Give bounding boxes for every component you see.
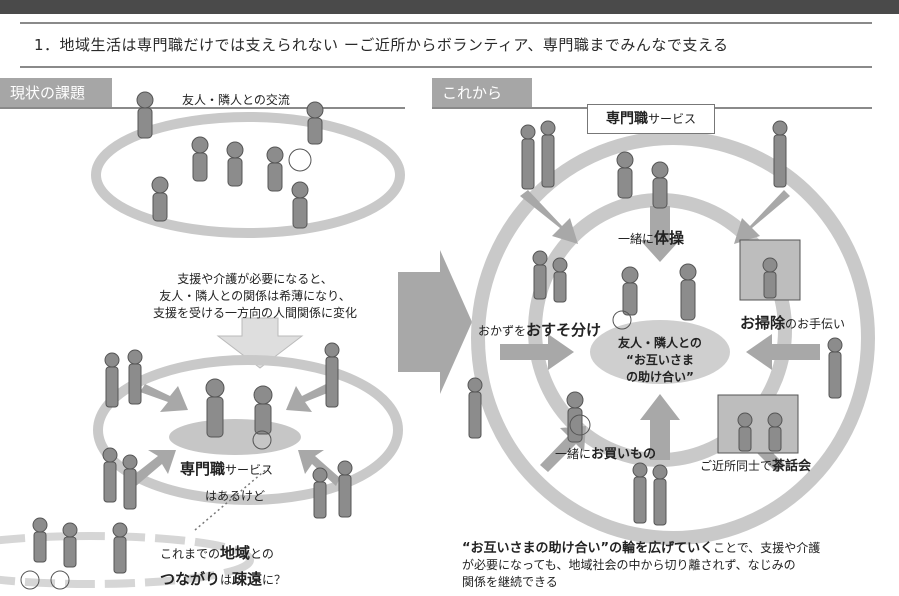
note-line-3: 支援を受ける一方向の人間関係に変化 [152,306,357,320]
left-service-label: 専門職サービス [180,458,273,479]
left-top-label: 友人・隣人との交流 [182,93,290,107]
shop-label: 一緒にお買いもの [555,443,656,462]
left-bottom-ring [93,355,403,505]
people-figures [20,91,843,590]
bottom-end: に？ [262,573,287,587]
tea-bold: 茶話会 [772,459,812,474]
left-service-sub: はあるけど [205,489,266,503]
faded-ring [0,532,254,588]
share-label: おかずをおすそ分け [478,319,601,340]
right-arrow-e [746,334,820,370]
left-service-rest: サービス [225,463,274,477]
conclusion-bold: “お互いさまの助け合い”の輪を広げていく [462,541,714,556]
share-pre: おかずを [478,324,527,338]
left-arrow-3 [286,384,330,412]
exercise-label: 一緒に体操 [618,227,684,248]
top-bar [0,0,899,14]
right-arrow-s [640,394,680,460]
right-service-bold: 専門職 [605,111,648,127]
bottom-pre: これまでの [160,547,221,561]
right-center-pad [590,320,730,384]
shop-bold: お買いもの [591,447,657,462]
bottom-mid: との [250,547,274,561]
right-tag: これから [432,78,532,108]
left-service-bold: 専門職 [180,460,226,478]
right-arrow-n [640,206,680,262]
big-right-arrow [398,250,472,394]
exercise-bold: 体操 [654,229,685,247]
right-service-box: 専門職サービス [587,104,715,134]
heading-rule-top [20,22,872,24]
bottom-mid2: は [220,573,233,587]
right-service-rest: サービス [647,112,696,126]
right-big-ring [471,131,875,545]
center-line-3: の助け合い” [626,370,694,384]
right-arrow-nw [520,190,578,244]
left-tag: 現状の課題 [0,78,112,108]
down-arrow [216,317,304,369]
left-bottom-line1: これまでの地域との [160,542,274,563]
left-arrow-1 [140,384,188,412]
heading-rule-bottom [20,66,872,68]
left-top-ring [91,112,405,238]
bottom-bold3: 疎遠 [232,570,263,588]
right-arrow-w [500,334,574,370]
center-line-1: 友人・隣人との [618,336,702,350]
shop-pre: 一緒に [555,447,592,461]
bottom-bold1: 地域 [220,544,251,562]
left-middle-note: 支援や介護が必要になると、 友人・隣人との関係は希薄になり、 支援を受ける一方向… [120,271,390,322]
bottom-bold2: つながり [160,570,221,588]
conclusion-line-2: が必要になっても、地域社会の中から切り離されず、なじみの [462,558,796,572]
dotted-connector [194,467,269,531]
center-line-2: “お互いさま [626,353,694,367]
page-heading: 1．地域生活は専門職だけでは支えられない ーご近所からボランティア、専門職までみ… [34,36,729,54]
tea-pre: ご近所同士で [700,459,773,473]
left-arrow-2 [130,450,176,486]
left-tag-rule [0,107,405,109]
conclusion-line-3: 関係を継続できる [462,575,558,589]
left-center-pad [169,419,301,455]
right-arrow-ne [734,190,790,244]
tea-label: ご近所同士で茶話会 [700,455,811,474]
conclusion-line-1: “お互いさまの助け合い”の輪を広げていくことで、支援や介護 [462,540,882,557]
share-bold: おすそ分け [526,321,602,339]
clean-rest: のお手伝い [785,317,846,331]
exercise-pre: 一緒に [618,232,655,246]
note-line-1: 支援や介護が必要になると、 [177,272,333,286]
clean-label: お掃除のお手伝い [740,312,845,333]
note-line-2: 友人・隣人との関係は希薄になり、 [159,289,351,303]
left-bottom-line2: つながりは疎遠に？ [160,568,286,589]
clean-bold: お掃除 [740,314,786,332]
center-text: 友人・隣人との “お互いさま の助け合い” [600,335,720,386]
conclusion-text: “お互いさまの助け合い”の輪を広げていくことで、支援や介護 が必要になっても、地… [462,540,882,591]
conclusion-rest1: ことで、支援や介護 [713,541,821,555]
